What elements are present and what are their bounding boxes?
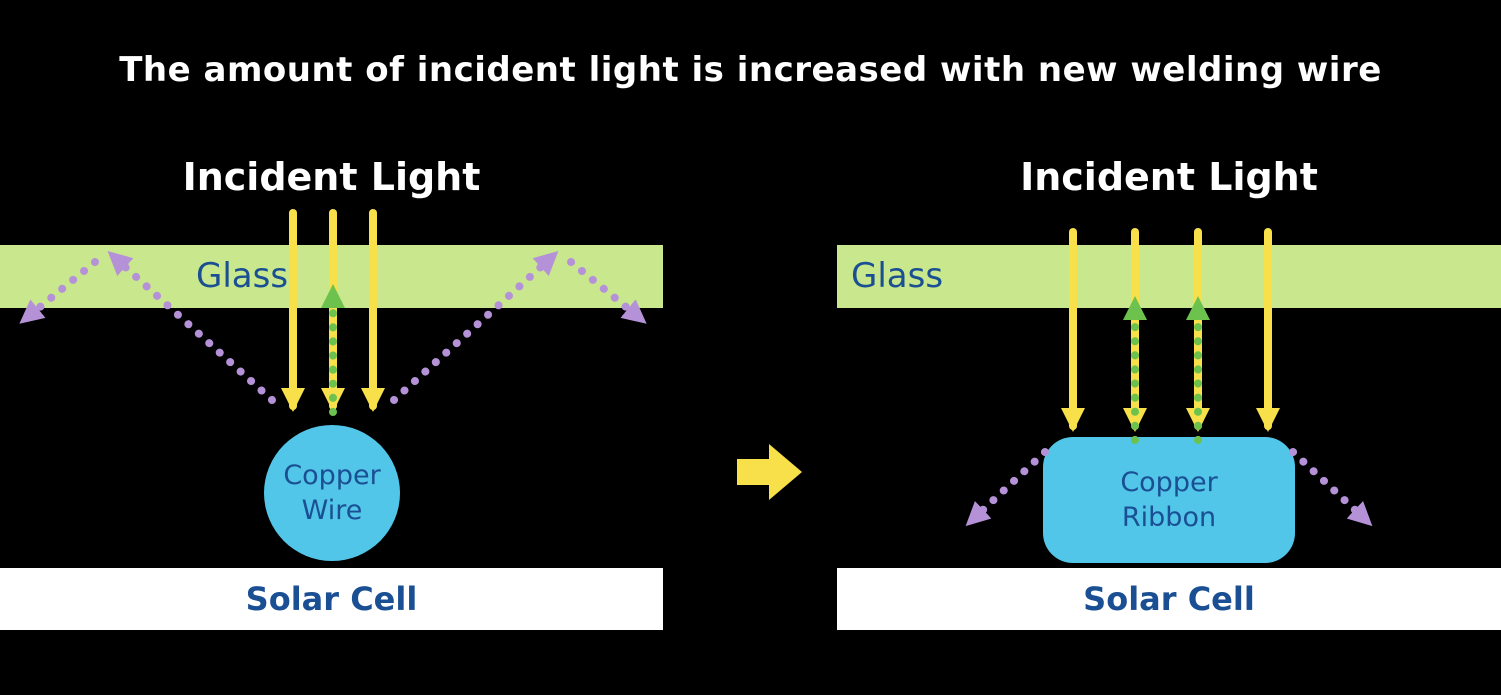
left-incident-light-arrows: [281, 209, 385, 412]
right-returned-light-arrows: [1123, 296, 1210, 444]
right-glass-band: Glass: [837, 245, 1501, 308]
diagram-title: The amount of incident light is increase…: [119, 50, 1382, 90]
left-incident-light-heading: Incident Light: [182, 155, 481, 199]
copper-wire-label-line1: Copper: [283, 459, 381, 491]
copper-wire-shape: Copper Wire: [264, 425, 400, 561]
left-glass-band: Glass: [0, 245, 663, 308]
copper-ribbon-label-line1: Copper: [1120, 466, 1218, 498]
reflected-light-arrow: [1289, 448, 1373, 527]
left-solar-cell-bar: Solar Cell: [0, 568, 663, 630]
copper-ribbon-label-line2: Ribbon: [1121, 502, 1217, 533]
right-solar-cell-bar: Solar Cell: [837, 568, 1501, 630]
copper-wire-label-line2: Wire: [301, 495, 363, 526]
copper-ribbon-shape: Copper Ribbon: [1043, 437, 1295, 563]
transition-arrow: [737, 444, 802, 500]
left-glass-label: Glass: [196, 256, 289, 296]
right-glass-label: Glass: [851, 256, 944, 296]
right-incident-light-heading: Incident Light: [1020, 155, 1318, 199]
reflected-light-arrow: [965, 448, 1049, 527]
